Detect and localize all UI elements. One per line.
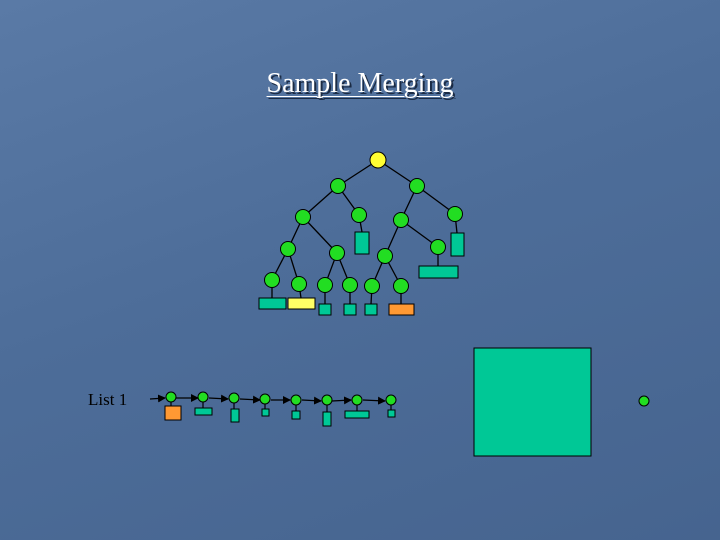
tree-node [393, 212, 409, 228]
tree-node [330, 178, 346, 194]
tree-node [364, 278, 380, 294]
list-node [351, 394, 363, 406]
list-box [291, 410, 301, 420]
tree-node [409, 178, 425, 194]
list-box [344, 410, 370, 419]
leaf-box [418, 265, 459, 279]
list-node [197, 391, 209, 403]
list-node [165, 391, 177, 403]
list-box-selected [164, 405, 182, 421]
list-label: List 1 [88, 390, 128, 409]
tree-node [351, 207, 367, 223]
tree-node [430, 239, 446, 255]
list-box [261, 408, 270, 417]
list-links [149, 394, 386, 405]
tree-node [329, 245, 345, 261]
list-node [290, 394, 302, 406]
list-boxes [164, 405, 396, 427]
tree-node [377, 248, 393, 264]
slide-title: Sample Merging [266, 68, 454, 99]
tree-node [280, 241, 296, 257]
list-box [230, 408, 240, 423]
root-node [369, 151, 387, 169]
tree-node [342, 277, 358, 293]
tree-nodes [264, 151, 463, 294]
leaf-box [343, 303, 357, 316]
list-node [385, 394, 397, 406]
list-node [228, 392, 240, 404]
leaf-box-selected [388, 303, 415, 316]
leaf-box-highlight [287, 297, 316, 310]
tree-node [447, 206, 463, 222]
leaf-box [364, 303, 378, 316]
leaf-box [354, 231, 370, 255]
list-box [387, 409, 396, 418]
tree-leaves [258, 231, 465, 316]
leaf-box [318, 303, 332, 316]
tree-node [393, 278, 409, 294]
leaf-box [258, 297, 287, 310]
list-box [194, 407, 213, 416]
merged-box [473, 347, 592, 457]
list-node [321, 394, 333, 406]
list-box [322, 411, 332, 427]
single-node [638, 395, 650, 407]
tree-node [317, 277, 333, 293]
tree-node [295, 209, 311, 225]
leaf-box [450, 232, 465, 257]
list-node [259, 393, 271, 405]
tree-node [291, 276, 307, 292]
list-nodes [165, 391, 397, 406]
tree-node [264, 272, 280, 288]
